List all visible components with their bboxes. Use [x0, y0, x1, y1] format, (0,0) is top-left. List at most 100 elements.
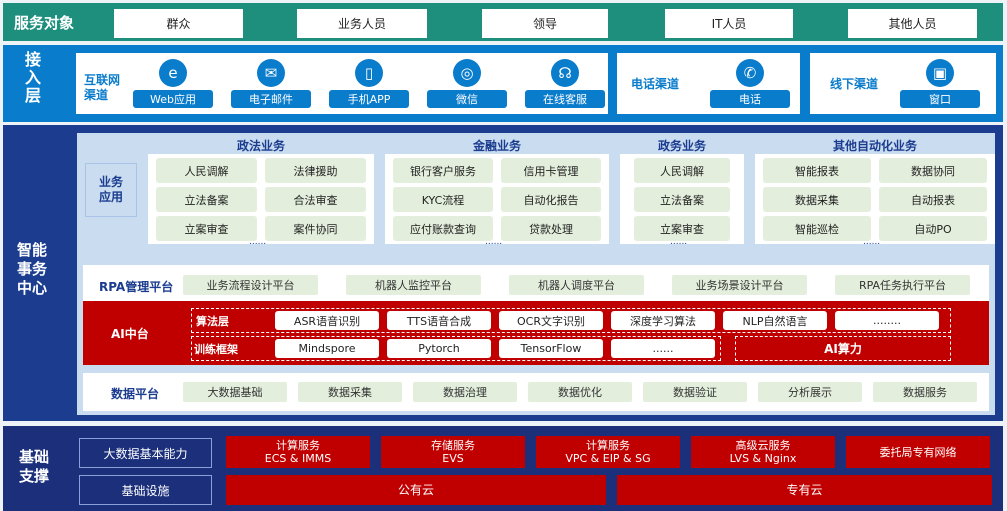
- business-item[interactable]: 自动报表: [879, 187, 987, 212]
- rpa-item[interactable]: RPA任务执行平台: [835, 275, 970, 295]
- algo-item[interactable]: ........: [835, 311, 939, 330]
- rpa-item[interactable]: 机器人监控平台: [346, 275, 481, 295]
- biz-label: 业务应用: [85, 163, 137, 217]
- center-inner: 业务应用 政法业务人民调解法律援助立法备案合法审查立案审查案件协同......金…: [77, 133, 995, 415]
- data-label: 数据平台: [111, 387, 160, 401]
- service-item[interactable]: 其他人员: [848, 9, 977, 38]
- business-item[interactable]: 人民调解: [156, 158, 257, 183]
- data-item[interactable]: 大数据基础: [183, 382, 287, 402]
- business-group: 人民调解立法备案立案审查......: [620, 154, 744, 247]
- business-item[interactable]: 数据协同: [879, 158, 987, 183]
- channel-button[interactable]: 微信: [427, 90, 507, 108]
- service-line: LVS & Nginx: [729, 452, 797, 465]
- business-item[interactable]: 银行客户服务: [393, 158, 493, 183]
- channel-button[interactable]: 电子邮件: [231, 90, 311, 108]
- rpa-label: RPA管理平台: [99, 280, 174, 294]
- business-item[interactable]: 立法备案: [156, 187, 257, 212]
- cloud-service[interactable]: 委托局专有网络: [846, 436, 990, 468]
- algo-item[interactable]: TTS语音合成: [387, 311, 491, 330]
- business-item[interactable]: 合法审查: [265, 187, 366, 212]
- rpa-row: RPA管理平台 业务流程设计平台 机器人监控平台 机器人调度平台 业务场景设计平台 RP…: [83, 265, 989, 305]
- data-item[interactable]: 数据采集: [298, 382, 402, 402]
- store-icon: ▣: [926, 59, 954, 87]
- service-line: 高级云服务: [735, 439, 791, 452]
- service-item[interactable]: 群众: [114, 9, 243, 38]
- private-cloud[interactable]: 专有云: [617, 475, 992, 505]
- data-item[interactable]: 数据治理: [413, 382, 517, 402]
- service-item[interactable]: IT人员: [665, 9, 793, 38]
- bigdata-capability: 大数据基本能力: [79, 438, 212, 468]
- ai-compute: AI算力: [735, 336, 951, 361]
- rpa-item[interactable]: 机器人调度平台: [509, 275, 644, 295]
- business-item[interactable]: 自动化报告: [501, 187, 601, 212]
- mail-icon: ✉: [257, 59, 285, 87]
- business-item[interactable]: 信用卡管理: [501, 158, 601, 183]
- train-label: 训练框架: [194, 343, 238, 356]
- service-line: VPC & EIP & SG: [565, 452, 651, 465]
- business-item[interactable]: 自动PO: [879, 216, 987, 241]
- phone-app-icon: ▯: [355, 59, 383, 87]
- business-item[interactable]: 智能巡检: [763, 216, 871, 241]
- headset-icon: ☊: [551, 59, 579, 87]
- service-title: 服务对象: [14, 14, 75, 32]
- algo-item[interactable]: NLP自然语言: [723, 311, 827, 330]
- algo-item[interactable]: OCR文字识别: [499, 311, 603, 330]
- phone-icon: ✆: [736, 59, 764, 87]
- group-title: 金融业务: [472, 139, 521, 153]
- service-line: 存储服务: [431, 439, 475, 452]
- algo-layer: 算法层: [191, 308, 951, 333]
- business-item[interactable]: 数据采集: [763, 187, 871, 212]
- business-item[interactable]: 贷款处理: [501, 216, 601, 241]
- center-title: 智能事务中心: [17, 241, 48, 297]
- business-item[interactable]: KYC流程: [393, 187, 493, 212]
- service-band: 服务对象 群众 业务人员 领导 IT人员 其他人员: [3, 3, 1003, 41]
- data-item[interactable]: 数据验证: [643, 382, 747, 402]
- business-item[interactable]: 立法备案: [634, 187, 730, 212]
- channel-button[interactable]: 手机APP: [329, 90, 409, 108]
- window-button[interactable]: 窗口: [900, 90, 980, 108]
- phone-button[interactable]: 电话: [710, 90, 790, 108]
- business-group: 智能报表数据协同数据采集自动报表智能巡检自动PO......: [755, 154, 995, 247]
- base-title: 基础支撑: [19, 448, 50, 485]
- business-item[interactable]: 应付账款查询: [393, 216, 493, 241]
- business-group: 人民调解法律援助立法备案合法审查立案审查案件协同......: [148, 154, 374, 247]
- access-title: 接入层: [22, 51, 41, 105]
- more-dots: ......: [670, 237, 688, 247]
- framework-item[interactable]: Mindspore: [275, 339, 379, 358]
- center-band: 智能事务中心 业务应用 政法业务人民调解法律援助立法备案合法审查立案审查案件协同…: [3, 125, 1003, 421]
- rpa-item[interactable]: 业务流程设计平台: [183, 275, 318, 295]
- data-item[interactable]: 分析展示: [758, 382, 862, 402]
- service-item[interactable]: 业务人员: [297, 9, 427, 38]
- framework-item[interactable]: ......: [611, 339, 715, 358]
- phone-label: 电话渠道: [631, 77, 680, 91]
- channel-button[interactable]: 在线客服: [525, 90, 605, 108]
- data-item[interactable]: 数据服务: [873, 382, 977, 402]
- business-item[interactable]: 智能报表: [763, 158, 871, 183]
- service-item[interactable]: 领导: [482, 9, 608, 38]
- channel-button[interactable]: Web应用: [133, 90, 213, 108]
- public-cloud[interactable]: 公有云: [226, 475, 606, 505]
- algo-item[interactable]: 深度学习算法: [611, 311, 715, 330]
- algo-item[interactable]: ASR语音识别: [275, 311, 379, 330]
- algo-label: 算法层: [196, 315, 229, 328]
- wechat-icon: ◎: [453, 59, 481, 87]
- business-item[interactable]: 立案审查: [634, 216, 730, 241]
- more-dots: ......: [485, 237, 503, 247]
- rpa-item[interactable]: 业务场景设计平台: [672, 275, 807, 295]
- business-item[interactable]: 法律援助: [265, 158, 366, 183]
- framework-item[interactable]: TensorFlow: [499, 339, 603, 358]
- data-item[interactable]: 数据优化: [528, 382, 632, 402]
- business-item[interactable]: 案件协同: [265, 216, 366, 241]
- framework-item[interactable]: Pytorch: [387, 339, 491, 358]
- data-row: 数据平台 大数据基础数据采集数据治理数据优化数据验证分析展示数据服务: [83, 373, 989, 411]
- business-item[interactable]: 立案审查: [156, 216, 257, 241]
- business-item[interactable]: 人民调解: [634, 158, 730, 183]
- internet-label: 互联网渠道: [84, 73, 121, 102]
